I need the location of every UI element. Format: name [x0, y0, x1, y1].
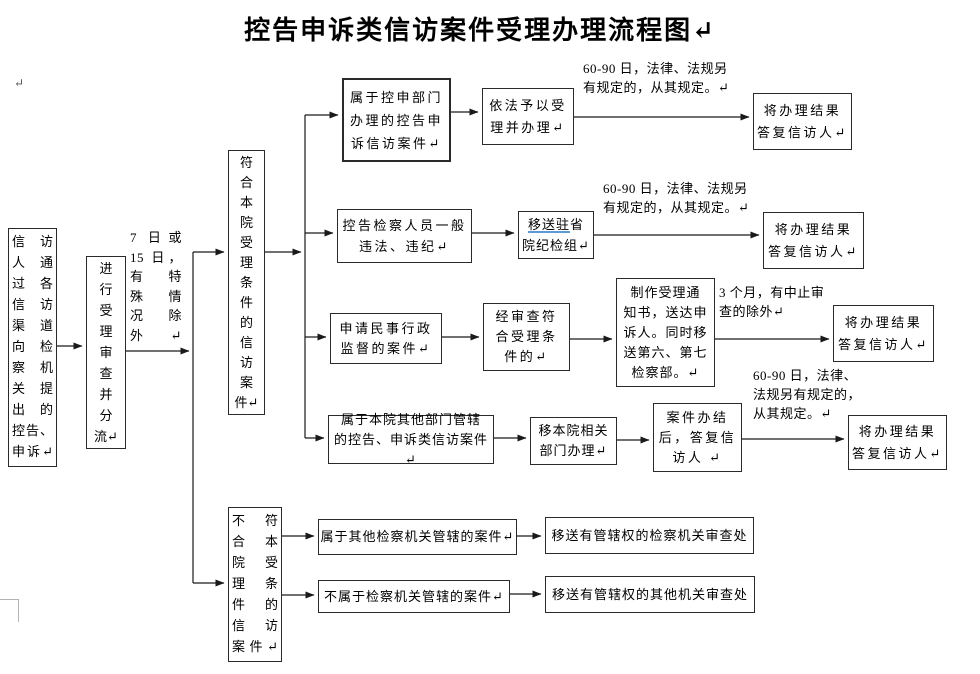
row1-action-text: 依法予以受 理并办理↵ [489, 97, 567, 135]
row2-transfer-rest: 省 院纪检组↵ [522, 217, 590, 253]
row1-case-text: 属于控申部门 办理的控告申 诉信访案件↵ [349, 89, 443, 151]
row2-case-text: 控告检察人员一般 违法、违纪↵ [342, 218, 467, 254]
row1-reply-text: 将办理结果 答复信访人↵ [757, 102, 848, 140]
flow-box-row5-case: 属于其他检察机关管辖的案件↵ [318, 519, 517, 555]
row6-action-text: 移送有管辖权的其他机关审查处 [551, 586, 748, 602]
row2-transfer-underlined: 移送驻 [527, 217, 570, 232]
flow-box-row3-reply: 将办理结果 答复信访人↵ [833, 305, 934, 362]
flow-box-row3-notice: 制作受理通 知书，送达申 诉人。同时移 送第六、第七 检察部。↵ [616, 278, 715, 387]
flow-box-source: 信访 人通 过各 信访 渠道 向检 察机 关提 出的 控告、 申诉↵ [8, 228, 57, 467]
row3-case-text: 申请民事行政 监督的案件↵ [339, 320, 433, 356]
flow-box-unqualified-text: 不符 合本 院受 理条 件的 信访 案件↵ [232, 513, 278, 654]
row4-conclude-text: 案件办结 后，答复信 访人 ↵ [658, 409, 737, 465]
row3-deadline-note: 3 个月，有中止审 查的除外↵ [719, 285, 825, 319]
flow-box-row2-reply: 将办理结果 答复信访人↵ [763, 212, 864, 269]
flow-box-unqualified: 不符 合本 院受 理条 件的 信访 案件↵ [228, 507, 282, 662]
flow-box-row4-case: 属于本院其他部门管辖 的控告、申诉类信访案件↵ [328, 412, 494, 467]
row2-transfer-text: 移送驻省 院纪检组↵ [522, 214, 590, 256]
period-note: 7 日或 15 日， 有特 殊情 况除 外↵ [130, 230, 182, 343]
row2-reply-text: 将办理结果 答复信访人↵ [768, 221, 859, 259]
row5-action-text: 移送有管辖权的检察机关审查处 [551, 527, 748, 543]
row6-case-text: 不属于检察机关管辖的案件↵ [324, 588, 504, 604]
flow-box-qualified: 符 合 本 院 受 理 条 件 的 信 访 案 件↵ [228, 150, 265, 415]
row3-notice-text: 制作受理通 知书，送达申 诉人。同时移 送第六、第七 检察部。↵ [623, 284, 708, 380]
row5-case-text: 属于其他检察机关管辖的案件↵ [320, 529, 515, 544]
flow-box-row4-transfer: 移本院相关 部门办理↵ [530, 417, 617, 465]
flow-box-row4-reply: 将办理结果 答复信访人↵ [848, 415, 947, 470]
text-boundary-mark [0, 599, 19, 622]
flow-box-row5-action: 移送有管辖权的检察机关审查处 [545, 517, 754, 554]
flow-box-row6-action: 移送有管辖权的其他机关审查处 [545, 576, 755, 613]
page-title: 控告申诉类信访案件受理办理流程图↵ [244, 16, 716, 45]
flow-box-review: 进 行 受 理 审 查 并 分 流↵ [86, 256, 126, 449]
flow-box-source-text: 信访 人通 过各 信访 渠道 向检 察机 关提 出的 控告、 申诉↵ [12, 234, 53, 459]
paragraph-mark: ↵ [14, 76, 25, 90]
flow-box-review-text: 进 行 受 理 审 查 并 分 流↵ [94, 261, 118, 444]
flow-box-row1-case: 属于控申部门 办理的控告申 诉信访案件↵ [342, 78, 451, 162]
row1-deadline-note: 60-90 日，法律、法规另 有规定的，从其规定。↵ [583, 61, 730, 95]
row4-case-text: 属于本院其他部门管辖 的控告、申诉类信访案件↵ [333, 411, 488, 467]
row4-transfer-text: 移本院相关 部门办理↵ [538, 423, 609, 458]
flow-box-row2-case: 控告检察人员一般 违法、违纪↵ [337, 209, 472, 263]
row3-reply-text: 将办理结果 答复信访人↵ [838, 314, 929, 352]
row3-check-text: 经审查符 合受理条 件的↵ [495, 309, 558, 364]
row4-reply-text: 将办理结果 答复信访人↵ [852, 423, 943, 461]
flow-box-row3-case: 申请民事行政 监督的案件↵ [330, 313, 442, 364]
flow-box-row6-case: 不属于检察机关管辖的案件↵ [318, 580, 510, 613]
flow-box-row3-check: 经审查符 合受理条 件的↵ [483, 303, 570, 371]
flow-box-row1-action: 依法予以受 理并办理↵ [482, 88, 574, 145]
flow-box-qualified-text: 符 合 本 院 受 理 条 件 的 信 访 案 件↵ [234, 154, 259, 410]
row2-deadline-note: 60-90 日，法律、法规另 有规定的，从其规定。↵ [603, 181, 750, 215]
flow-box-row1-reply: 将办理结果 答复信访人↵ [753, 93, 852, 150]
flow-box-row4-conclude: 案件办结 后，答复信 访人 ↵ [653, 403, 742, 472]
flow-box-row2-transfer: 移送驻省 院纪检组↵ [518, 211, 594, 259]
row4-deadline-note: 60-90 日，法律、 法规另有规定的， 从其规定。↵ [753, 368, 862, 421]
